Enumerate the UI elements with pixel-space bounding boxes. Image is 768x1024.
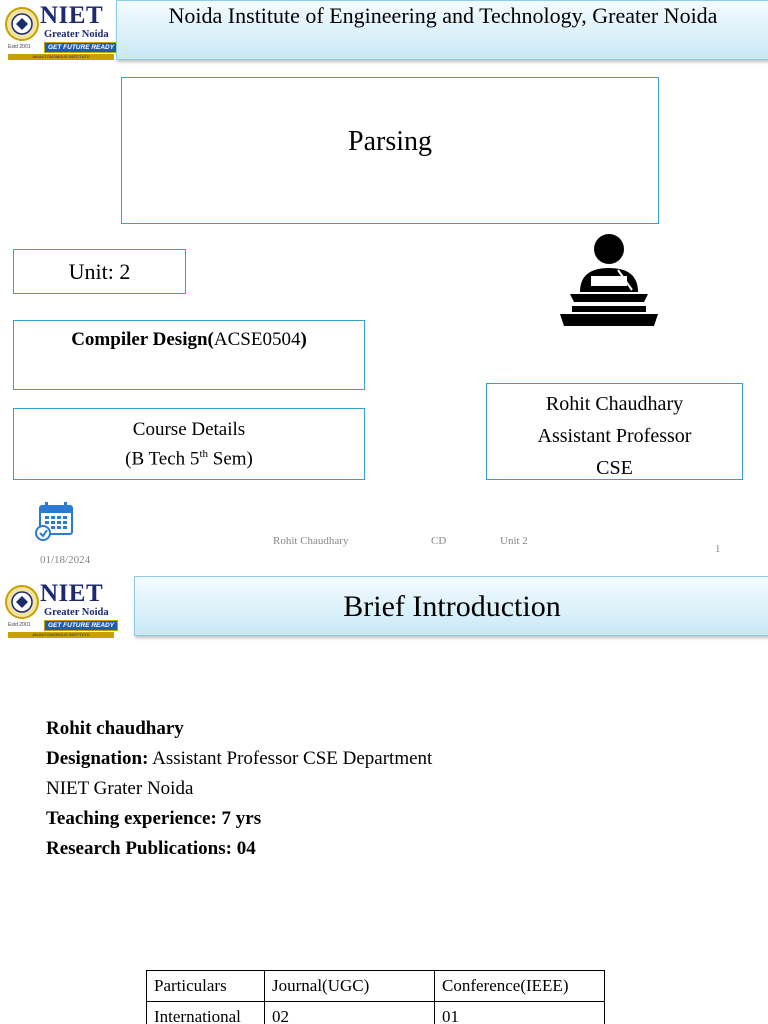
emblem-icon bbox=[5, 7, 39, 41]
footer-unit: Unit 2 bbox=[500, 535, 528, 547]
unit-box: Unit: 2 bbox=[13, 249, 186, 294]
designation-label: Designation: bbox=[46, 748, 149, 769]
niet-logo: NIET Greater Noida GET FUTURE READY Estd… bbox=[4, 2, 119, 60]
bio-name: Rohit chaudhary bbox=[46, 718, 184, 739]
table-cell: 01 bbox=[434, 1001, 605, 1024]
table-header-cell: Conference(IEEE) bbox=[434, 970, 605, 1002]
topic-box: Parsing bbox=[121, 77, 659, 224]
logo-name: NIET bbox=[40, 580, 104, 607]
course-details-semester: (B Tech 5th Sem) bbox=[14, 442, 364, 471]
institute-header: Noida Institute of Engineering and Techn… bbox=[116, 0, 768, 60]
slide-title-bar: Brief Introduction bbox=[134, 576, 768, 636]
bio-designation: Designation: Assistant Professor CSE Dep… bbox=[46, 744, 432, 774]
logo-tagline: GET FUTURE READY bbox=[44, 42, 119, 53]
table-cell: International bbox=[146, 1001, 265, 1024]
logo-city: Greater Noida bbox=[44, 29, 109, 40]
table-header-cell: Particulars bbox=[146, 970, 265, 1002]
bio-experience: Teaching experience: 7 yrs bbox=[46, 808, 262, 829]
slide-title: Brief Introduction bbox=[343, 590, 561, 623]
unit-label: Unit: 2 bbox=[68, 259, 131, 284]
logo-tagline: GET FUTURE READY bbox=[44, 620, 119, 631]
course-details-box: Course Details (B Tech 5th Sem) bbox=[13, 408, 365, 480]
table-header-row: Particulars Journal(UGC) Conference(IEEE… bbox=[146, 970, 605, 1002]
course-name: Compiler Design( bbox=[71, 329, 214, 350]
emblem-icon bbox=[5, 585, 39, 619]
table-cell: 02 bbox=[264, 1001, 435, 1024]
bio-institute: NIET Grater Noida bbox=[46, 778, 194, 799]
bio-section: Rohit chaudhary Designation: Assistant P… bbox=[46, 714, 432, 864]
publications-table: Particulars Journal(UGC) Conference(IEEE… bbox=[146, 970, 605, 1024]
course-close: ) bbox=[300, 329, 307, 350]
professor-box: Rohit Chaudhary Assistant Professor CSE bbox=[486, 383, 743, 480]
footer-page: 1 bbox=[715, 543, 721, 555]
logo-city: Greater Noida bbox=[44, 607, 109, 618]
topic-title: Parsing bbox=[348, 126, 432, 157]
course-code: ACSE0504 bbox=[213, 329, 301, 350]
semester-prefix: (B Tech 5 bbox=[125, 448, 200, 470]
slide-1: NIET Greater Noida GET FUTURE READY Estd… bbox=[4, 0, 768, 566]
logo-strip: AN AUTONOMOUS INSTITUTE bbox=[8, 632, 114, 638]
designation-value: Assistant Professor CSE Department bbox=[148, 748, 433, 769]
footer-author: Rohit Chaudhary bbox=[273, 535, 349, 547]
professor-title: Assistant Professor bbox=[537, 425, 692, 447]
institute-title: Noida Institute of Engineering and Techn… bbox=[168, 3, 718, 28]
semester-suffix: Sem) bbox=[208, 448, 253, 470]
semester-sup: th bbox=[199, 448, 208, 460]
slide-2: NIET Greater Noida GET FUTURE READY Estd… bbox=[0, 576, 768, 1024]
table-header-cell: Journal(UGC) bbox=[264, 970, 435, 1002]
professor-dept: CSE bbox=[596, 457, 633, 479]
logo-strip: AN AUTONOMOUS INSTITUTE bbox=[8, 54, 114, 60]
speaker-podium-icon bbox=[560, 234, 658, 326]
footer-date: 01/18/2024 bbox=[40, 554, 91, 566]
course-details-label: Course Details bbox=[132, 419, 246, 440]
logo-estd: Estd 2001 bbox=[8, 44, 31, 50]
niet-logo: NIET Greater Noida GET FUTURE READY Estd… bbox=[4, 580, 119, 638]
logo-name: NIET bbox=[40, 2, 104, 29]
bio-publications: Research Publications: 04 bbox=[46, 838, 256, 859]
professor-name: Rohit Chaudhary bbox=[545, 393, 684, 415]
table-row: International 02 01 bbox=[146, 1001, 605, 1024]
course-box: Compiler Design(ACSE0504) bbox=[13, 320, 365, 390]
footer-subject: CD bbox=[431, 535, 447, 547]
logo-estd: Estd 2001 bbox=[8, 622, 31, 628]
calendar-icon bbox=[35, 502, 73, 541]
